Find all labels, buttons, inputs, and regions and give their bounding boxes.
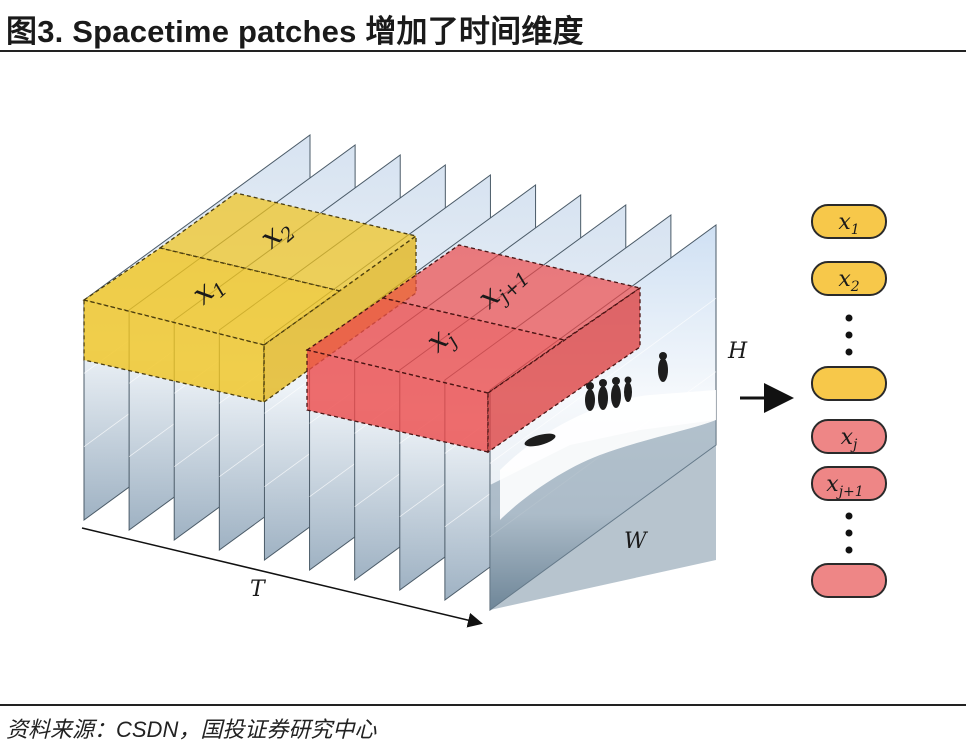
- height-axis-label: H: [727, 339, 748, 364]
- penguin-group: [524, 352, 668, 447]
- width-axis-label: W: [624, 529, 649, 554]
- patch-xj: [305, 286, 641, 454]
- svg-text:xj: xj: [841, 425, 858, 453]
- patch-xj1: [381, 244, 642, 341]
- title-rule: [0, 50, 966, 52]
- front-frame-scene: [490, 352, 716, 610]
- token-xj1: xj+1: [811, 466, 887, 501]
- svg-text:xj+1: xj+1: [826, 472, 863, 500]
- svg-text:x1: x1: [838, 210, 859, 238]
- token-x2: x2: [811, 261, 887, 296]
- time-axis-label: T: [250, 577, 267, 602]
- token-x1: x1: [811, 204, 887, 239]
- ellipsis-dots-yellow: [845, 314, 853, 356]
- time-axis-arrow: [81, 527, 483, 628]
- source-rule: [0, 704, 966, 706]
- ellipsis-dots-red: [845, 512, 853, 554]
- figure-title: 图3. Spacetime patches 增加了时间维度: [6, 14, 584, 49]
- svg-text:x2: x2: [838, 267, 859, 295]
- token-red-last: [811, 563, 887, 598]
- patch-x1: [82, 234, 417, 404]
- token-xj: xj: [811, 419, 887, 454]
- token-yellow-last: [811, 366, 887, 401]
- source-note: 资料来源：CSDN，国投证券研究中心: [6, 717, 377, 742]
- token-sequence: x1 x2 xj xj+1: [811, 204, 887, 598]
- patch-x2: [158, 192, 418, 292]
